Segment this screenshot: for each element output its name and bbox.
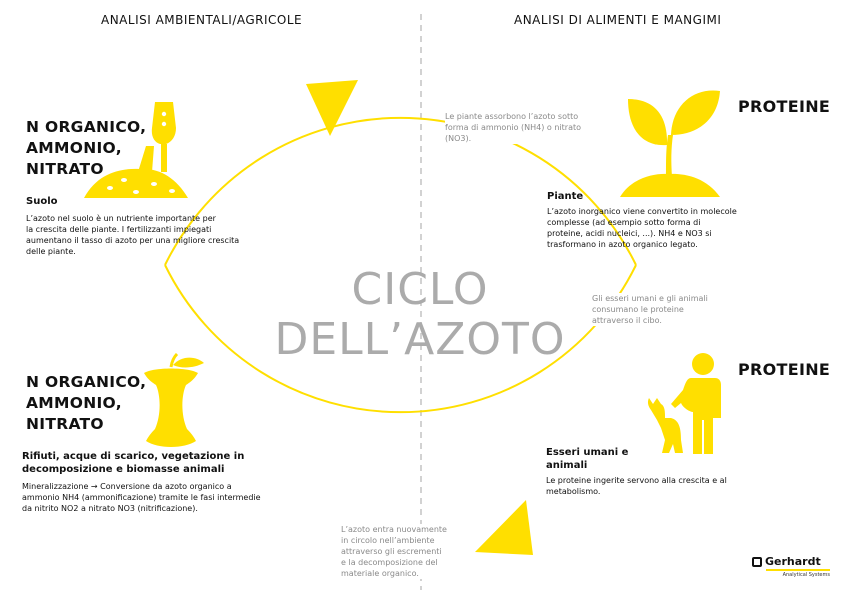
arrow-icon [306, 80, 358, 136]
header-right: ANALISI DI ALIMENTI E MANGIMI [514, 13, 722, 27]
arrow-icon [475, 500, 533, 555]
title-line2: DELL’AZOTO [274, 314, 566, 365]
humans-subtitle: Esseri umani e animali [546, 447, 629, 471]
bottom-right-title: PROTEINE [738, 360, 831, 379]
soil-subtitle: Suolo [26, 196, 58, 207]
top-right-title: PROTEINE [738, 97, 831, 116]
humans-text: Le proteine ingerite servono alla cresci… [546, 476, 727, 496]
logo-bar [766, 569, 830, 571]
cycle-arc-bottom [164, 264, 637, 414]
shovel-soil-icon [84, 102, 188, 198]
plants-subtitle: Piante [547, 191, 584, 202]
bottom-left-title: N ORGANICO, AMMONIO, NITRATO [26, 373, 147, 433]
logo-name: Gerhardt [765, 555, 821, 568]
gerhardt-logo: Gerhardt Analytical Systems [752, 555, 830, 578]
logo-mark-icon [752, 556, 762, 567]
logo-tagline: Analytical Systems [782, 572, 830, 578]
person-dog-icon [647, 353, 721, 454]
apple-core-icon [144, 353, 204, 447]
consume-note: Gli esseri umani e gli animali consumano… [592, 293, 732, 326]
diagram-title: CICLO DELL’AZOTO [230, 265, 610, 365]
top-left-title: N ORGANICO, AMMONIO, NITRATO [26, 118, 147, 178]
title-line1: CICLO [351, 264, 489, 315]
sprout-icon [620, 90, 720, 197]
header-left: ANALISI AMBIENTALI/AGRICOLE [101, 13, 303, 27]
plants-text: L’azoto inorganico viene convertito in m… [547, 207, 737, 249]
waste-subtitle: Rifiuti, acque di scarico, vegetazione i… [22, 451, 245, 475]
cycle-arc-top [164, 116, 637, 266]
plants-absorb-note: Le piante assorbono l’azoto sotto forma … [445, 111, 605, 144]
recirculate-note: L’azoto entra nuovamente in circolo nell… [341, 524, 471, 579]
mineralization-text: Mineralizzazione → Conversione da azoto … [22, 482, 261, 513]
soil-text: L’azoto nel suolo è un nutriente importa… [26, 214, 240, 256]
